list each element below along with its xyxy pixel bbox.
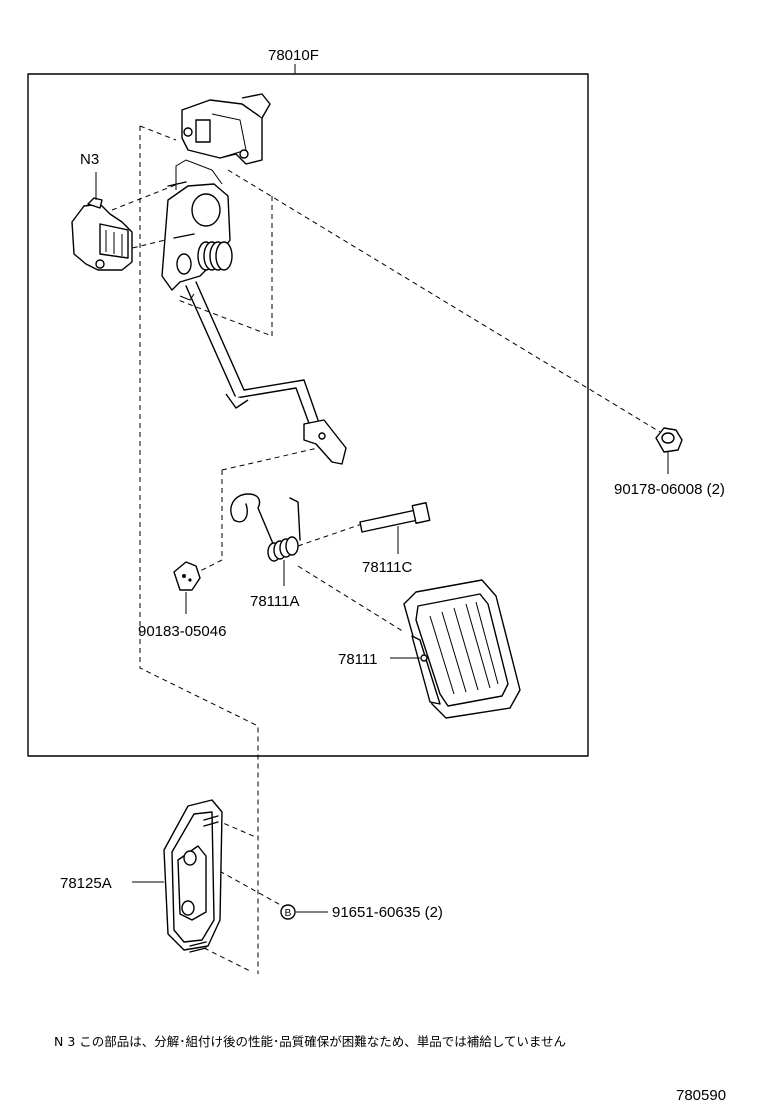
bushing-label: 90183-05046 [138,623,226,640]
assembly-frame [27,64,589,757]
nut-part [655,427,683,474]
pedal-arm [161,93,347,465]
pin-label: 78111C [362,559,412,576]
bolt-label: 91651-60635 (2) [332,904,443,921]
bracket-label: 78125A [60,875,112,892]
bolt-marker-letter: B [285,908,292,919]
pad-label: 78111 [338,651,378,668]
nut-label: 90178-06008 (2) [614,481,725,498]
bracket-part [132,799,223,953]
arm-spring [197,241,233,271]
return-spring-part [230,493,301,586]
pedal-pad-part [390,579,521,719]
assembly-label: 78010F [268,47,319,64]
sensor-label: N3 [80,151,99,168]
bolt-marker: B [280,904,328,920]
diagram-number: 780590 [676,1087,726,1104]
footnote-text: N 3 この部品は、分解･組付け後の性能･品質確保が困難なため、単品では補給して… [54,1034,566,1049]
spring-label: 78111A [250,593,300,610]
pin-part [359,502,431,554]
sensor-part [71,172,133,271]
bushing-part [173,561,201,614]
